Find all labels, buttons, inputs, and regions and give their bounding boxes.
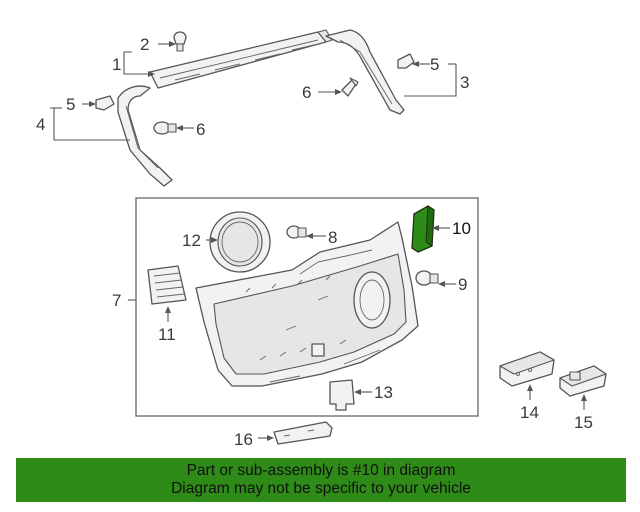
part-1-upper-garnish[interactable]: [149, 29, 333, 89]
part-8-clip[interactable]: [286, 225, 307, 239]
callout-6-left[interactable]: 6: [196, 120, 205, 139]
part-2-clip[interactable]: [173, 31, 187, 52]
callout-12[interactable]: 12: [182, 231, 201, 250]
banner-line-2: Diagram may not be specific to your vehi…: [171, 480, 471, 497]
part-5-clip-left[interactable]: [95, 95, 115, 111]
part-3-side-garnish-right[interactable]: [325, 29, 405, 115]
callout-15[interactable]: 15: [574, 413, 593, 432]
part-16-strip[interactable]: [273, 421, 333, 445]
info-banner: Part or sub-assembly is #10 in diagram D…: [16, 458, 626, 502]
callout-14[interactable]: 14: [520, 403, 539, 422]
leader-lines: [50, 41, 587, 441]
part-6-clip-left[interactable]: [153, 121, 177, 135]
callout-2[interactable]: 2: [140, 35, 149, 54]
assembly-box: [135, 197, 479, 417]
callout-1[interactable]: 1: [112, 55, 121, 74]
part-10-highlighted[interactable]: [411, 205, 435, 253]
callout-labels: 1 2 3 4 5 5 6 6 7 8 9 10 11 12 13 14 15 …: [36, 35, 593, 449]
callout-13[interactable]: 13: [374, 383, 393, 402]
callout-5-left[interactable]: 5: [66, 95, 75, 114]
callout-11[interactable]: 11: [158, 325, 176, 344]
callout-5-right[interactable]: 5: [430, 55, 439, 74]
part-15-lamp[interactable]: [559, 365, 607, 397]
part-9-clip[interactable]: [415, 270, 439, 286]
callout-3[interactable]: 3: [460, 73, 469, 92]
callout-9[interactable]: 9: [458, 275, 467, 294]
part-12-speaker-cover[interactable]: [209, 211, 271, 273]
part-13-bracket[interactable]: [329, 379, 355, 411]
banner-line-1: Part or sub-assembly is #10 in diagram: [186, 462, 456, 479]
callout-10[interactable]: 10: [452, 219, 471, 238]
callout-8[interactable]: 8: [328, 228, 337, 247]
callout-6-right[interactable]: 6: [302, 83, 311, 102]
part-7-back-door-trim-board[interactable]: [195, 221, 419, 387]
part-14-lamp[interactable]: [499, 351, 555, 387]
callout-16[interactable]: 16: [234, 430, 253, 449]
part-5-clip-right[interactable]: [397, 53, 415, 69]
callout-7[interactable]: 7: [112, 291, 121, 310]
part-6-clip-right[interactable]: [341, 77, 359, 97]
part-4-side-garnish-left[interactable]: [117, 85, 173, 187]
callout-4[interactable]: 4: [36, 115, 45, 134]
part-11-vent-grille[interactable]: [147, 265, 187, 305]
